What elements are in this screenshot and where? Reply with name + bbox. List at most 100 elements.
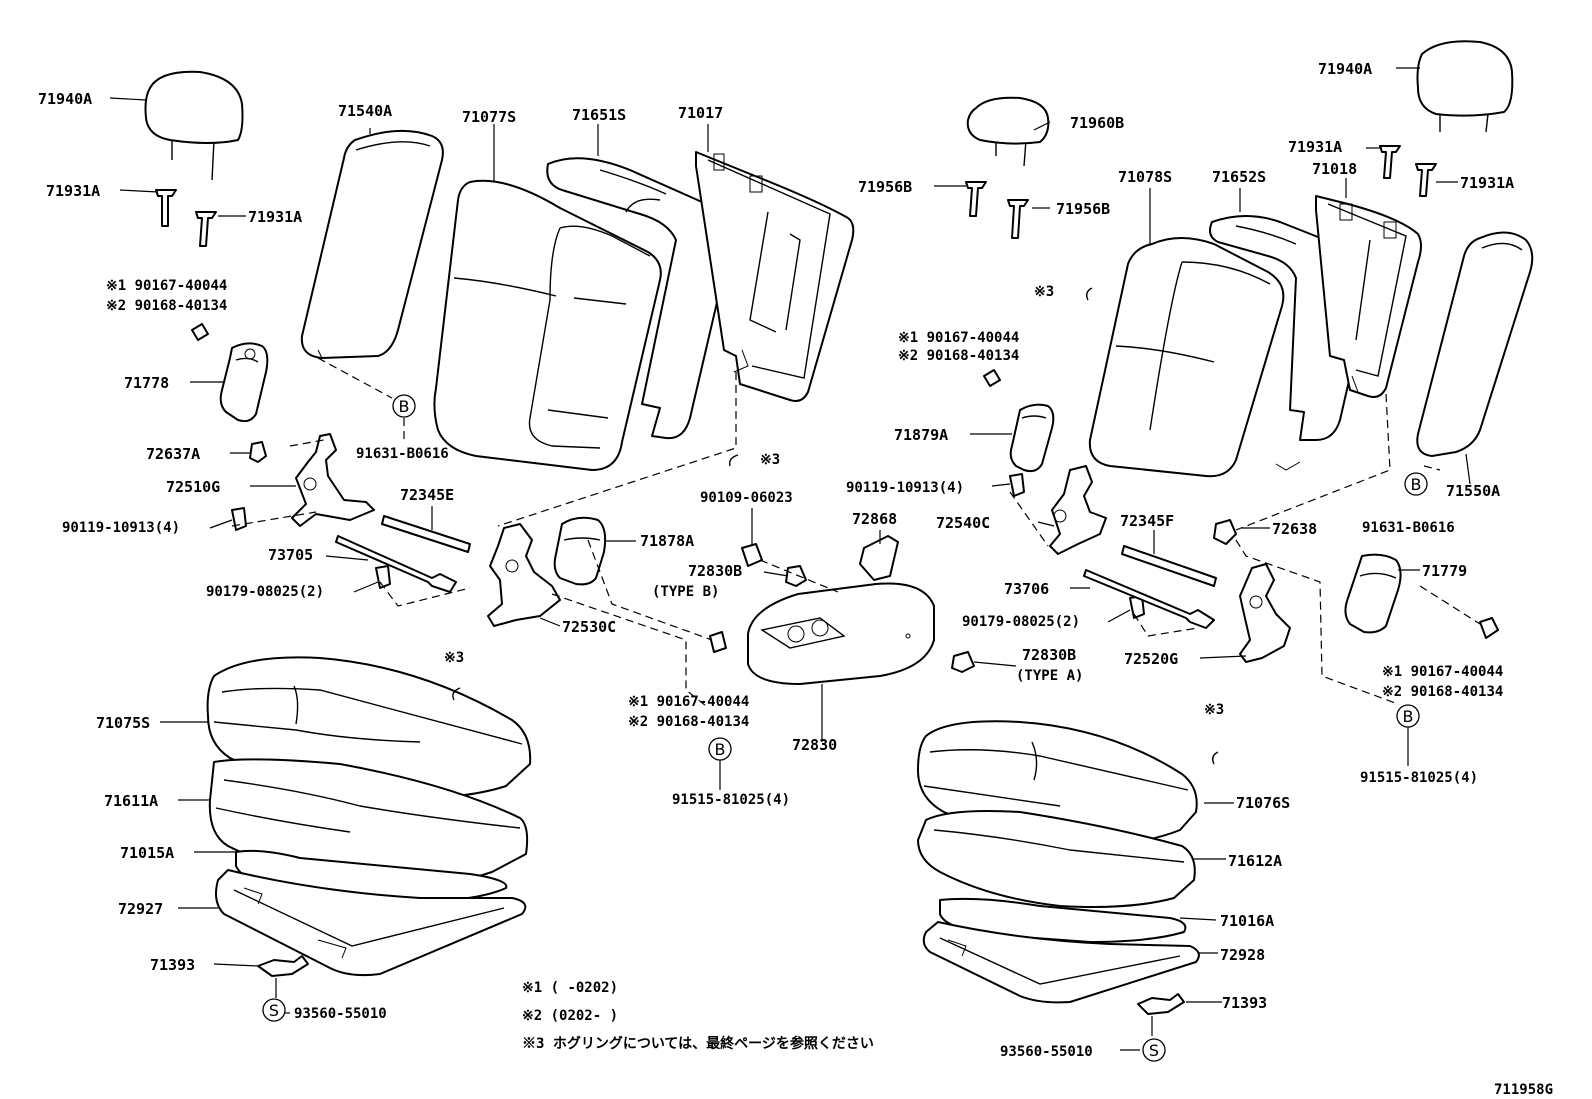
label-71015a: 71015A	[120, 844, 174, 862]
label-72868: 72868	[852, 510, 897, 528]
label-71016a: 71016A	[1220, 912, 1274, 930]
bolt-center	[709, 631, 727, 653]
bolt-71779	[1479, 617, 1499, 639]
label-71018: 71018	[1312, 160, 1357, 178]
label-71611a: 71611A	[104, 792, 158, 810]
dashed-lines	[231, 357, 1481, 707]
label-90109: 90109-06023	[700, 490, 793, 506]
label-type-a: (TYPE A)	[1016, 668, 1083, 684]
footnote-3: ※3 ホグリングについては、最終ページを参照ください	[522, 1035, 874, 1052]
part-labels: 71940A 71931A 71931A ※1 90167-40044 ※2 9…	[38, 60, 1514, 1060]
back-frame-right	[1315, 195, 1422, 398]
label-72540c: 72540C	[936, 514, 990, 532]
label-ref3-d: ※3	[1204, 702, 1224, 718]
label-71956b-1: 71956B	[858, 178, 912, 196]
headrest-right	[1416, 40, 1514, 133]
side-bolster-left	[300, 129, 444, 359]
seat-pad-right	[917, 810, 1196, 908]
label-71077s: 71077S	[462, 108, 516, 126]
label-71960b: 71960B	[1070, 114, 1124, 132]
leader-lines	[109, 67, 1471, 1051]
clip-71393-right	[1137, 993, 1185, 1015]
label-90168-right: ※2 90168-40134	[1382, 684, 1503, 700]
hog-ring-icon	[452, 287, 1219, 765]
armrest-72830	[747, 582, 935, 685]
footnote-1: ※1 ( -0202)	[522, 980, 618, 996]
label-72830: 72830	[792, 736, 837, 754]
bolt-90109	[741, 543, 763, 567]
back-cushion-left	[433, 179, 662, 471]
label-90168-center: ※2 90168-40134	[628, 714, 749, 730]
label-72510g: 72510G	[166, 478, 220, 496]
label-type-b: (TYPE B)	[652, 584, 719, 600]
back-pad-left	[546, 157, 735, 440]
label-71540a: 71540A	[338, 102, 392, 120]
seat-frame-72927	[215, 869, 527, 977]
clip-72830b-type-b	[785, 565, 807, 587]
label-72927: 72927	[118, 900, 163, 918]
knob-72637a	[249, 441, 267, 463]
label-72345f: 72345F	[1120, 512, 1174, 530]
label-71778: 71778	[124, 374, 169, 392]
label-71612a: 71612A	[1228, 852, 1282, 870]
label-71879a: 71879A	[894, 426, 948, 444]
label-90167-center: ※1 90167-40044	[628, 694, 749, 710]
back-cushion-right	[1088, 237, 1285, 478]
label-72520g: 72520G	[1124, 650, 1178, 668]
cable-73706	[1083, 569, 1215, 629]
label-72638: 72638	[1272, 520, 1317, 538]
hinge-72520g	[1239, 563, 1291, 663]
bracket-72868	[859, 535, 899, 581]
cover-71878a	[553, 516, 607, 586]
label-72345e: 72345E	[400, 486, 454, 504]
bolt-90119-left	[231, 507, 247, 531]
label-91631-left: 91631-B0616	[356, 446, 449, 462]
rod-72345f	[1121, 545, 1217, 587]
belt-guide-left	[219, 342, 269, 423]
marker-letter: S	[1149, 1041, 1159, 1060]
label-90167-right: ※1 90167-40044	[1382, 664, 1503, 680]
label-71393-right: 71393	[1222, 994, 1267, 1012]
figure-id: 711958G	[1494, 1082, 1553, 1098]
label-90167-middle: ※1 90167-40044	[898, 330, 1019, 346]
seat-frame-72928	[922, 921, 1200, 1004]
marker-s-right: S	[1142, 1038, 1166, 1062]
marker-letter: S	[269, 1001, 279, 1020]
label-71075s: 71075S	[96, 714, 150, 732]
headrest-guide-right	[1379, 145, 1437, 197]
label-72830b-b: 72830B	[688, 562, 742, 580]
label-71017: 71017	[678, 104, 723, 122]
label-71956b-2: 71956B	[1056, 200, 1110, 218]
label-71940a-left: 71940A	[38, 90, 92, 108]
hinge-72540c	[1049, 465, 1107, 555]
label-71931a-left-2: 71931A	[248, 208, 302, 226]
label-90119-left: 90119-10913(4)	[62, 520, 180, 536]
marker-b-left: B	[392, 394, 416, 418]
back-frame-left	[695, 151, 855, 402]
label-90168-middle: ※2 90168-40134	[898, 348, 1019, 364]
label-72637a: 72637A	[146, 445, 200, 463]
label-73706: 73706	[1004, 580, 1049, 598]
label-90179-middle: 90179-08025(2)	[962, 614, 1080, 630]
headrest-guide-middle	[965, 181, 1029, 239]
belt-guide-middle	[1009, 403, 1055, 473]
footnote-2: ※2 (0202- )	[522, 1008, 618, 1024]
label-71078s: 71078S	[1118, 168, 1172, 186]
label-91515-center: 91515-81025(4)	[672, 792, 790, 808]
label-90119-middle: 90119-10913(4)	[846, 480, 964, 496]
stopper-72638	[1213, 519, 1237, 545]
marker-s-left: S	[262, 998, 286, 1022]
bolt-90119-middle	[1009, 473, 1025, 497]
cable-73705	[335, 535, 457, 593]
label-72830b-a: 72830B	[1022, 646, 1076, 664]
label-ref3-b: ※3	[444, 650, 464, 666]
label-71931a-left-1: 71931A	[46, 182, 100, 200]
label-93560-left: 93560-55010	[294, 1006, 387, 1022]
label-72928: 72928	[1220, 946, 1265, 964]
label-90179-left: 90179-08025(2)	[206, 584, 324, 600]
marker-letter: B	[715, 740, 726, 759]
label-90167-left: ※1 90167-40044	[106, 278, 227, 294]
headrest-guide-left	[155, 189, 217, 247]
label-71940a-right: 71940A	[1318, 60, 1372, 78]
label-73705: 73705	[268, 546, 313, 564]
